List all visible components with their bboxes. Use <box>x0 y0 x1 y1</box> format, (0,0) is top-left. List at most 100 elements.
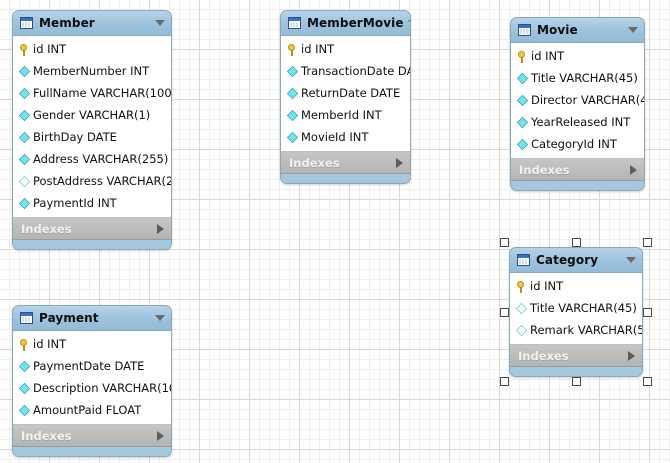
indexes-section-payment[interactable]: Indexes <box>13 425 171 447</box>
table-header-payment[interactable]: Payment <box>13 306 171 331</box>
primary-key-icon <box>287 43 298 56</box>
table-icon <box>517 254 530 266</box>
chevron-right-icon[interactable] <box>630 164 637 175</box>
table-row[interactable]: Title VARCHAR(45) <box>510 297 642 319</box>
table-row[interactable]: CategoryId INT <box>511 133 644 155</box>
table-node-movie[interactable]: Movie id INT Title VARCHAR(45) Director VAR… <box>510 17 645 191</box>
table-icon <box>288 17 301 29</box>
table-fields-movie: id INT Title VARCHAR(45) Director VARCHAR(… <box>511 43 644 159</box>
column-diamond-icon <box>18 153 31 165</box>
table-row[interactable]: id INT <box>281 38 410 60</box>
table-title: MemberMovie <box>307 16 404 30</box>
table-row[interactable]: ReturnDate DATE <box>281 82 410 104</box>
column-diamond-icon <box>18 87 31 99</box>
column-diamond-icon <box>18 197 31 209</box>
table-row[interactable]: BirthDay DATE <box>13 126 171 148</box>
column-diamond-icon <box>286 65 299 77</box>
resize-handle-sw[interactable] <box>500 377 509 386</box>
indexes-section-membermovie[interactable]: Indexes <box>281 152 410 174</box>
field-label: Gender VARCHAR(1) <box>33 108 151 122</box>
table-title: Member <box>39 16 95 30</box>
column-diamond-icon <box>18 404 31 416</box>
chevron-down-icon[interactable] <box>626 257 636 263</box>
primary-key-icon <box>517 50 528 63</box>
table-footer <box>510 367 642 376</box>
table-icon <box>518 24 531 36</box>
resize-handle-ne[interactable] <box>643 238 652 247</box>
table-title: Payment <box>39 311 99 325</box>
field-label: ReturnDate DATE <box>301 86 401 100</box>
table-icon <box>20 17 33 29</box>
table-row[interactable]: Title VARCHAR(45) <box>511 67 644 89</box>
column-diamond-icon <box>516 138 529 150</box>
field-label: Title VARCHAR(45) <box>531 71 638 85</box>
indexes-section-member[interactable]: Indexes <box>13 218 171 240</box>
chevron-right-icon[interactable] <box>157 223 164 234</box>
column-diamond-icon <box>516 116 529 128</box>
table-row[interactable]: FullName VARCHAR(100) <box>13 82 171 104</box>
field-label: MovieId INT <box>301 130 369 144</box>
column-diamond-icon <box>18 360 31 372</box>
table-header-movie[interactable]: Movie <box>511 18 644 43</box>
table-row[interactable]: AmountPaid FLOAT <box>13 399 171 421</box>
resize-handle-se[interactable] <box>643 377 652 386</box>
table-row[interactable]: Address VARCHAR(255) <box>13 148 171 170</box>
chevron-down-icon[interactable] <box>155 315 165 321</box>
field-label: PaymentId INT <box>33 196 117 210</box>
indexes-label: Indexes <box>519 162 570 177</box>
table-row[interactable]: TransactionDate DATE <box>281 60 410 82</box>
table-row[interactable]: Remark VARCHAR(500) <box>510 319 642 341</box>
table-header-category[interactable]: Category <box>510 248 642 273</box>
table-row[interactable]: MemberNumber INT <box>13 60 171 82</box>
table-row[interactable]: id INT <box>510 275 642 297</box>
field-label: Director VARCHAR(45) <box>531 93 644 107</box>
table-row[interactable]: PaymentDate DATE <box>13 355 171 377</box>
resize-handle-n[interactable] <box>571 238 581 247</box>
chevron-right-icon[interactable] <box>396 157 403 168</box>
field-label: PostAddress VARCHAR(255) <box>33 174 172 188</box>
table-footer <box>511 181 644 190</box>
table-row[interactable]: id INT <box>511 45 644 67</box>
field-label: MemberNumber INT <box>33 64 150 78</box>
resize-handle-nw[interactable] <box>500 238 509 247</box>
table-row[interactable]: PaymentId INT <box>13 192 171 214</box>
field-label: Address VARCHAR(255) <box>33 152 169 166</box>
table-row[interactable]: id INT <box>13 38 171 60</box>
table-row[interactable]: Description VARCHAR(100) <box>13 377 171 399</box>
table-fields-category: id INT Title VARCHAR(45) Remark VARCHAR(50… <box>510 273 642 345</box>
field-label: Remark VARCHAR(500) <box>530 323 643 337</box>
field-label: Title VARCHAR(45) <box>530 301 637 315</box>
table-row[interactable]: YearReleased INT <box>511 111 644 133</box>
field-label: FullName VARCHAR(100) <box>33 86 172 100</box>
resize-handle-s[interactable] <box>571 377 581 386</box>
column-diamond-icon <box>18 65 31 77</box>
table-row[interactable]: PostAddress VARCHAR(255) <box>13 170 171 192</box>
chevron-right-icon[interactable] <box>628 350 635 361</box>
table-header-member[interactable]: Member <box>13 11 171 36</box>
table-row[interactable]: id INT <box>13 333 171 355</box>
table-row[interactable]: Director VARCHAR(45) <box>511 89 644 111</box>
column-diamond-icon <box>516 72 529 84</box>
chevron-down-icon[interactable] <box>407 20 410 26</box>
table-node-member[interactable]: Member id INT MemberNumber INT FullName VAR… <box>12 10 172 250</box>
chevron-right-icon[interactable] <box>157 430 164 441</box>
resize-handle-e[interactable] <box>643 307 652 317</box>
table-title: Movie <box>537 23 578 37</box>
indexes-label: Indexes <box>518 348 569 363</box>
table-row[interactable]: MovieId INT <box>281 126 410 148</box>
resize-handle-w[interactable] <box>500 307 509 317</box>
indexes-section-category[interactable]: Indexes <box>510 345 642 367</box>
table-row[interactable]: Gender VARCHAR(1) <box>13 104 171 126</box>
field-label: id INT <box>33 337 67 351</box>
table-row[interactable]: MemberId INT <box>281 104 410 126</box>
indexes-section-movie[interactable]: Indexes <box>511 159 644 181</box>
table-icon <box>20 312 33 324</box>
chevron-down-icon[interactable] <box>628 27 638 33</box>
table-header-membermovie[interactable]: MemberMovie <box>281 11 410 36</box>
column-diamond-icon <box>286 109 299 121</box>
chevron-down-icon[interactable] <box>155 20 165 26</box>
